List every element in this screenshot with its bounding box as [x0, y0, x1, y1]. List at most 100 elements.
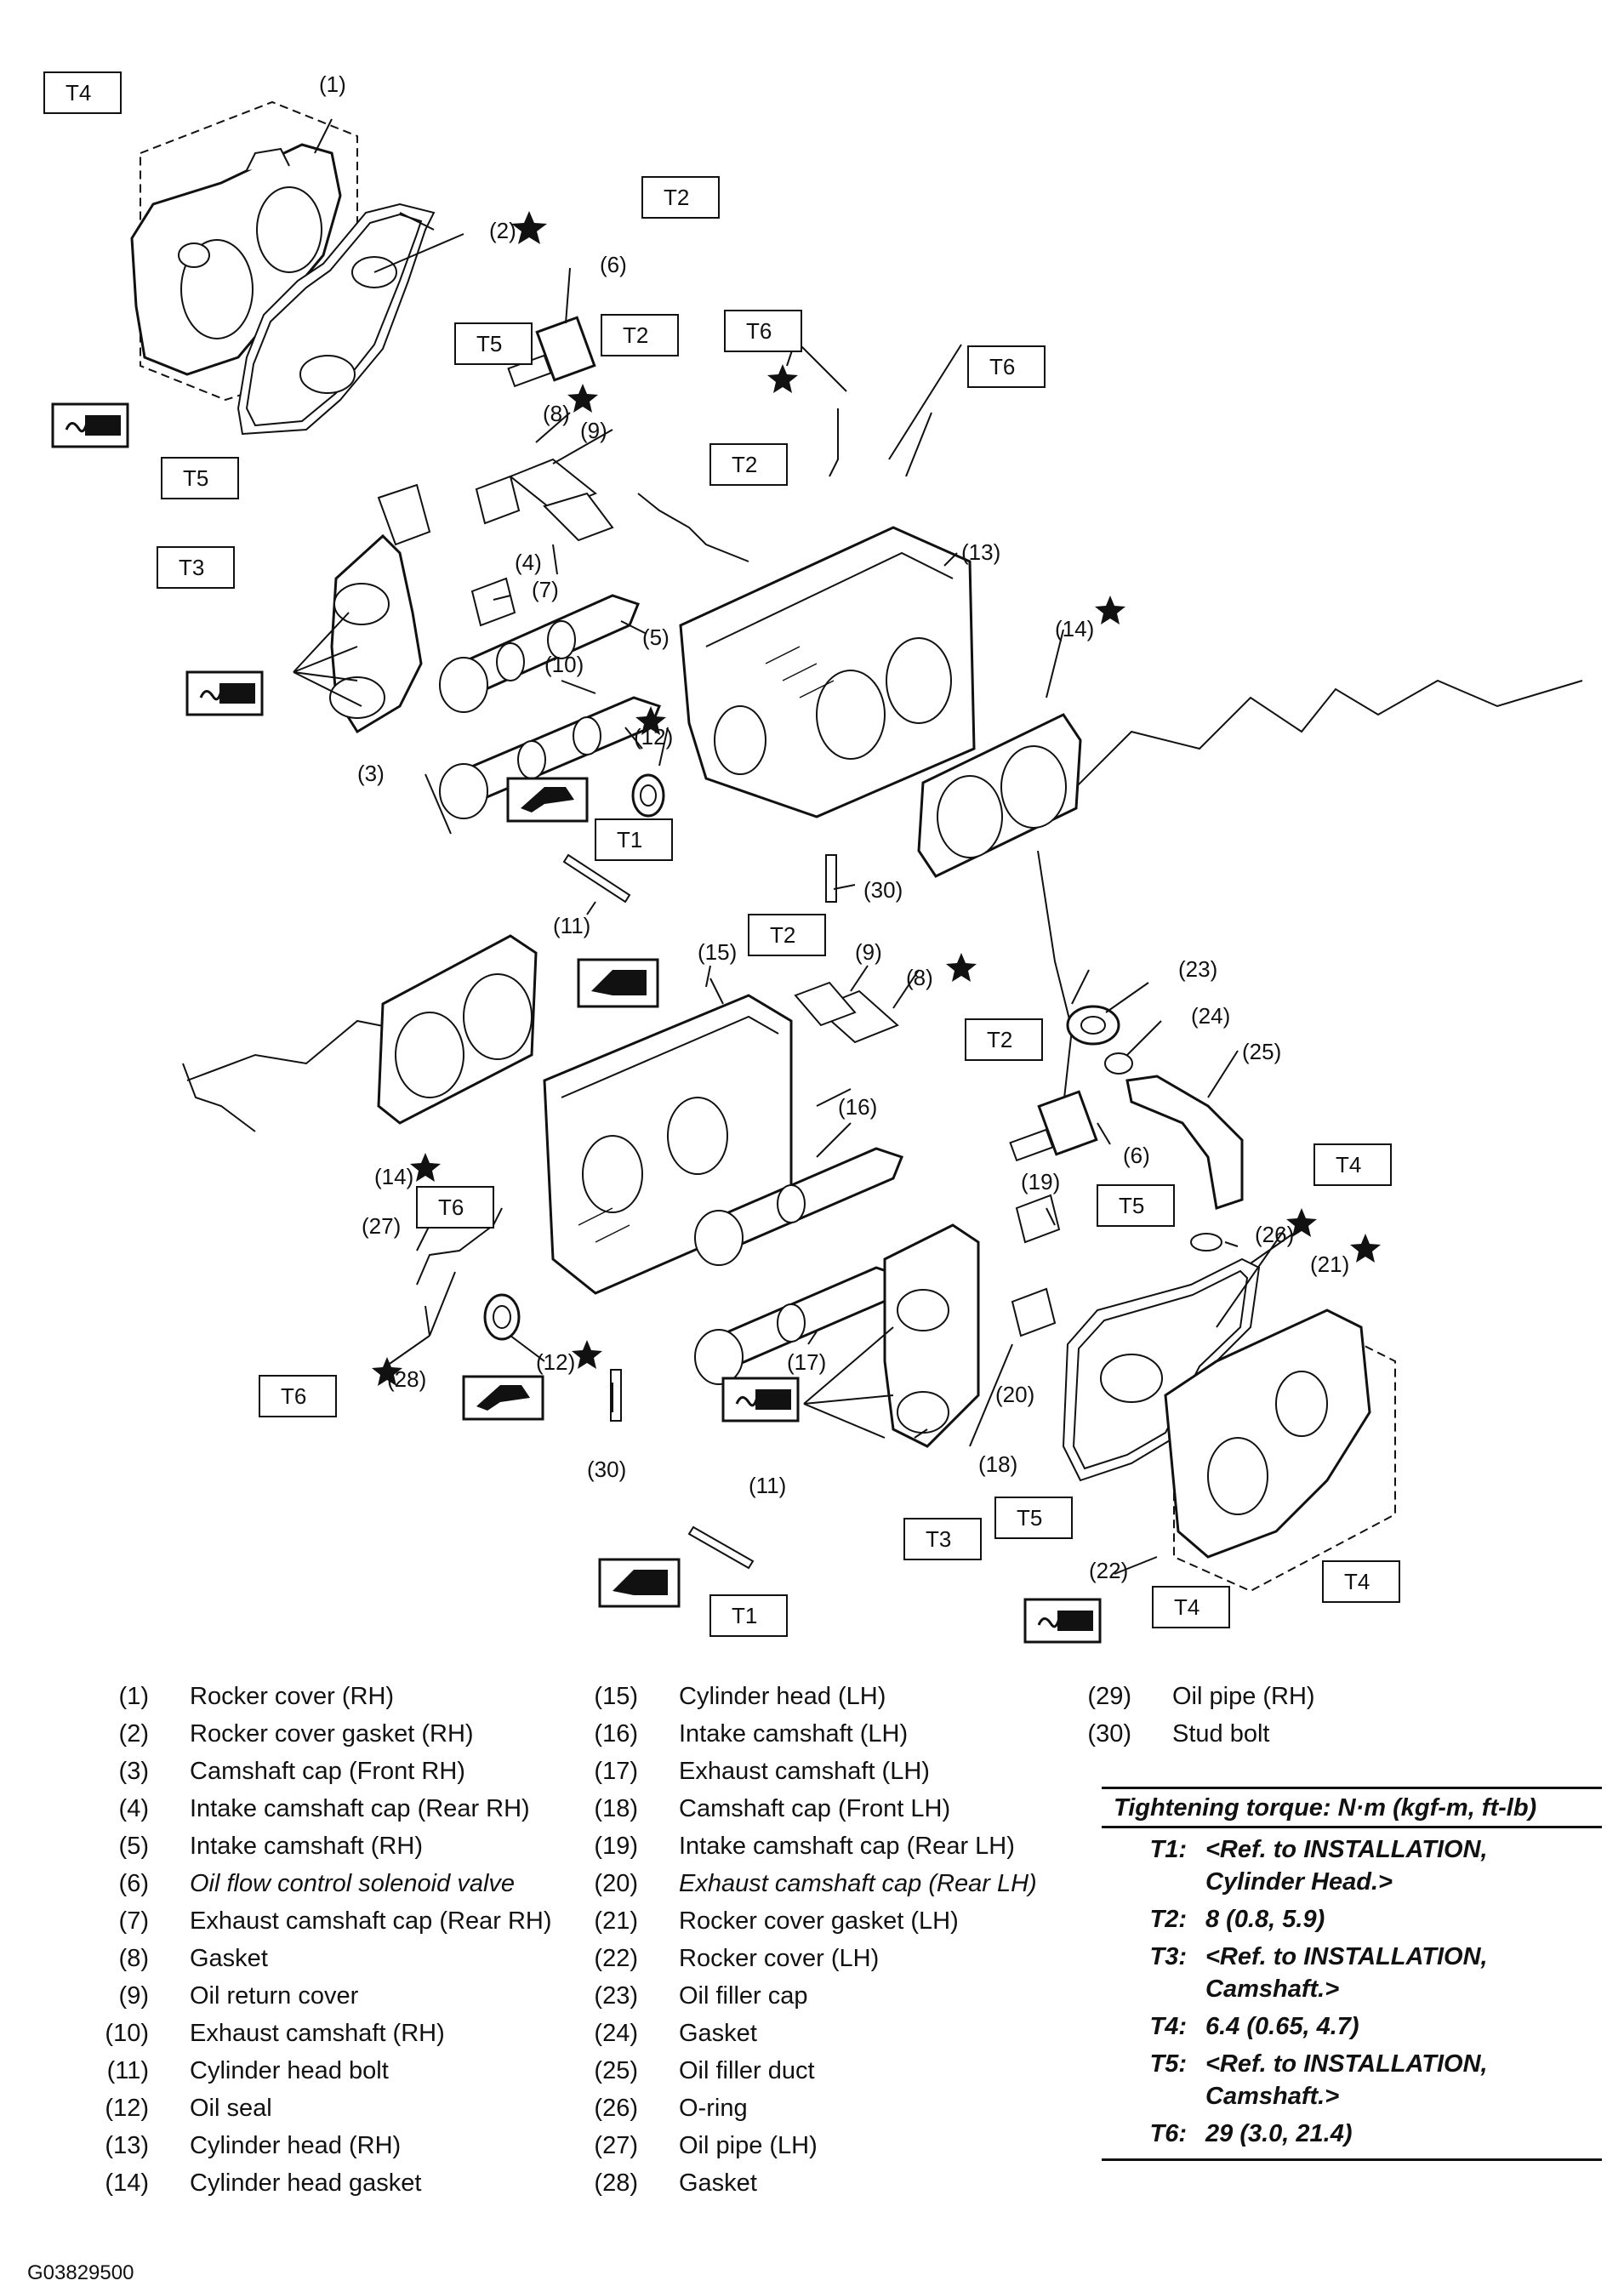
callout-24: (24)	[1191, 1003, 1230, 1029]
legend-item-number: (25)	[594, 2057, 638, 2084]
legend-item: (28)Gasket	[566, 2164, 1037, 2202]
callout-14: (14)	[1055, 616, 1094, 641]
legend-item: (9)Oil return cover	[77, 1977, 551, 2015]
camshaft-cap-front-rh	[329, 483, 431, 734]
cylinder-head-gasket-rh	[917, 713, 1082, 878]
callout-8: (8)	[543, 401, 570, 426]
legend-item-name: Intake camshaft cap (Rear LH)	[679, 1833, 1015, 1860]
legend-item: (11)Cylinder head bolt	[77, 2052, 551, 2090]
callout-4: (4)	[515, 550, 542, 575]
tag-t2: T2	[732, 452, 757, 477]
legend-item-number: (4)	[118, 1795, 149, 1822]
cylinder-head-lh	[543, 994, 793, 1295]
callout-9: (9)	[855, 939, 882, 965]
legend-item-number: (15)	[594, 1683, 638, 1710]
filler-gasket	[1104, 1052, 1133, 1075]
callout-11: (11)	[749, 1473, 786, 1498]
legend-item-number: (28)	[594, 2169, 638, 2197]
torque-key: T3:	[1149, 1943, 1188, 1970]
rocker-cover-gasket-lh	[1062, 1257, 1261, 1482]
legend-item-name: Cylinder head gasket	[190, 2169, 422, 2197]
legend-item-number: (26)	[594, 2095, 638, 2122]
legend-item: (17)Exhaust camshaft (LH)	[566, 1753, 1037, 1790]
callout-6: (6)	[1123, 1143, 1150, 1168]
sealant-icon	[51, 402, 1102, 1644]
intake-camshaft-rh	[439, 594, 640, 713]
legend-item-name: Exhaust camshaft cap (Rear RH)	[190, 1907, 552, 1935]
legend-item-name: Oil pipe (LH)	[679, 2132, 818, 2159]
torque-header-rule	[1102, 1826, 1602, 1828]
exhaust-camshaft-cap-rear-lh	[1011, 1287, 1057, 1337]
callout-23: (23)	[1178, 956, 1217, 982]
legend-item-name: Rocker cover gasket (RH)	[190, 1720, 474, 1748]
gasket-opening	[1100, 1354, 1163, 1403]
legend-item-name: Stud bolt	[1172, 1720, 1270, 1748]
torque-row: T2:8 (0.8, 5.9)	[1102, 1903, 1602, 1936]
legend-item: (27)Oil pipe (LH)	[566, 2127, 1037, 2164]
callout-13: (13)	[961, 539, 1000, 565]
torque-value: <Ref. to INSTALLATION, Cylinder Head.>	[1205, 1836, 1488, 1896]
legend-item: (6)Oil flow control solenoid valve	[77, 1865, 551, 1902]
torque-key: T6:	[1149, 2120, 1188, 2147]
callout-11: (11)	[553, 913, 590, 938]
callout-2: (2)	[489, 218, 516, 243]
legend-item-name: Camshaft cap (Front RH)	[190, 1758, 465, 1785]
figure-id: G03829500	[27, 2261, 134, 2284]
legend-item-number: (23)	[594, 1982, 638, 2010]
callout-22: (22)	[1089, 1558, 1128, 1583]
legend-item-name: Intake camshaft (LH)	[679, 1720, 909, 1748]
legend-item-name: Intake camshaft (RH)	[190, 1833, 423, 1860]
o-ring	[1190, 1233, 1222, 1251]
legend-item-name: Gasket	[190, 1945, 268, 1972]
legend-item-name: O-ring	[679, 2095, 748, 2122]
torque-bottom-rule	[1102, 2158, 1602, 2161]
callout-12: (12)	[536, 1349, 575, 1375]
tag-t4: T4	[1344, 1569, 1370, 1594]
legend-item-name: Exhaust camshaft cap (Rear LH)	[679, 1870, 1037, 1897]
oil-pipe-lh	[416, 1207, 503, 1286]
callout-18: (18)	[978, 1451, 1017, 1477]
cylinder-head-rh	[679, 526, 976, 818]
legend-section: (1)Rocker cover (RH)(2)Rocker cover gask…	[0, 1668, 1624, 2292]
tag-t5: T5	[183, 465, 208, 491]
legend-item-number: (17)	[594, 1758, 638, 1785]
callout-30: (30)	[587, 1457, 626, 1482]
tag-t3: T3	[926, 1526, 951, 1552]
legend-item-name: Cylinder head (RH)	[190, 2132, 402, 2159]
torque-value: 8 (0.8, 5.9)	[1205, 1906, 1325, 1933]
tag-t6: T6	[989, 354, 1015, 379]
legend-column-2: (15)Cylinder head (LH) (16) Intake camshaf…	[566, 1678, 1037, 2202]
legend-item-number: (7)	[118, 1907, 149, 1935]
rocker-cover-rh	[130, 100, 358, 402]
legend-item: (21)Rocker cover gasket (LH)	[566, 1902, 1037, 1940]
legend-item: (7) Exhaust camshaft cap (Rear RH)	[77, 1902, 552, 1940]
torque-row: T6:29 (3.0, 21.4)	[1102, 2118, 1602, 2150]
exhaust-camshaft-cap-rear-rh	[470, 577, 516, 627]
legend-item: (30)Stud bolt	[1059, 1715, 1315, 1753]
callout-26: (26)	[1255, 1222, 1294, 1247]
legend-item: (5)Intake camshaft (RH)	[77, 1827, 551, 1865]
torque-top-rule	[1102, 1787, 1602, 1789]
intake-camshaft-cap-rear-lh	[1015, 1194, 1061, 1244]
legend-item: (2)Rocker cover gasket (RH)	[77, 1715, 551, 1753]
oil-return-cover-lh	[794, 981, 857, 1027]
torque-row: T3:<Ref. to INSTALLATION, Camshaft.>	[1102, 1941, 1602, 2005]
torque-row: T1:<Ref. to INSTALLATION, Cylinder Head.…	[1102, 1833, 1602, 1898]
legend-item-number: (9)	[118, 1982, 149, 2010]
torque-value: 6.4 (0.65, 4.7)	[1205, 2013, 1359, 2040]
legend-item: (3)Camshaft cap (Front RH)	[77, 1753, 551, 1790]
exhaust-camshaft-rh	[439, 696, 661, 819]
legend-item: (15)Cylinder head (LH)	[566, 1678, 1037, 1715]
legend-item: (19)Intake camshaft cap (Rear LH)	[566, 1827, 1037, 1865]
legend-item-number: (16)	[594, 1720, 638, 1748]
tag-t6: T6	[746, 318, 772, 344]
leader-lines	[293, 118, 1294, 1575]
callout-14: (14)	[374, 1164, 413, 1189]
legend-item: (25)Oil filler duct	[566, 2052, 1037, 2090]
gasket-opening	[299, 355, 356, 394]
tag-t1: T1	[617, 827, 642, 852]
legend-item: (22)Rocker cover (LH)	[566, 1940, 1037, 1977]
tag-t5: T5	[1017, 1505, 1042, 1531]
cylinder-head-bolt-rh	[562, 853, 631, 904]
oil-filler-duct	[1125, 1075, 1244, 1210]
